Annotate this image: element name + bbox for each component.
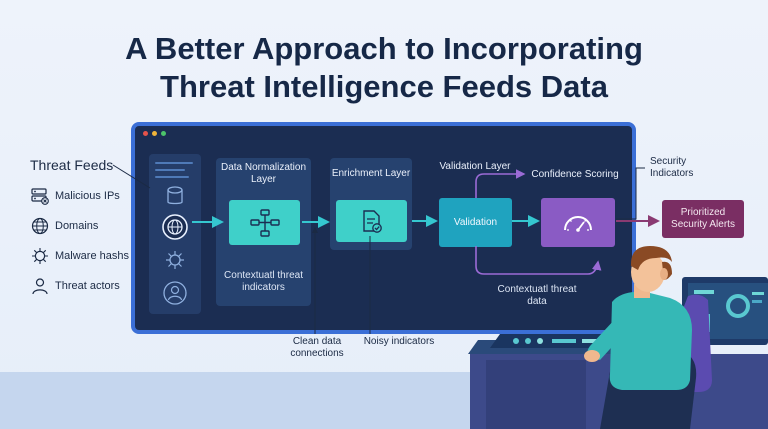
- feed-label: Malware hashs: [55, 250, 129, 262]
- normalization-title: Data Normalization Layer: [220, 162, 307, 185]
- confidence-box: [541, 198, 615, 247]
- bug-icon: [166, 251, 184, 269]
- pipeline-screen: Data Normalization Layer Contextuatl thr…: [131, 122, 636, 334]
- network-node-icon: [250, 209, 280, 237]
- prioritized-alerts-box: Prioritized Security Alerts: [662, 200, 744, 238]
- gauge-icon: [564, 216, 592, 232]
- feed-label: Threat actors: [55, 280, 120, 292]
- confidence-title: Confidence Scoring: [531, 169, 619, 180]
- sidepanel-line: [155, 176, 189, 178]
- document-check-icon: [363, 210, 382, 233]
- noisy-indicators-callout: Noisy indicators: [363, 336, 435, 347]
- feed-item-malware-hashes: Malware hashs: [30, 246, 129, 266]
- source-sidepanel: [149, 154, 201, 314]
- person-icon: [163, 281, 187, 305]
- bug-icon: [32, 248, 48, 264]
- person-icon: [32, 278, 48, 295]
- globe-icon: [162, 214, 188, 240]
- feed-item-threat-actors: Threat actors: [30, 276, 120, 296]
- feed-label: Malicious IPs: [55, 190, 120, 202]
- feed-item-malicious-ips: Malicious IPs: [30, 186, 120, 206]
- close-dot: [143, 131, 148, 136]
- validation-note: Contextuatl threat data: [497, 284, 577, 307]
- feed-item-domains: Domains: [30, 216, 98, 236]
- validation-box: Validation: [439, 198, 512, 247]
- enrichment-title: Enrichment Layer: [331, 168, 411, 179]
- security-indicators-label: Security Indicators: [650, 156, 694, 179]
- sidepanel-line: [155, 169, 185, 171]
- server-icon: [31, 188, 49, 205]
- validation-lower-loop: [475, 246, 602, 275]
- title-line-2: Threat Intelligence Feeds Data: [160, 69, 608, 104]
- sidepanel-line: [155, 162, 193, 164]
- maximize-dot: [161, 131, 166, 136]
- normalization-note: Contextuatl threat indicators: [224, 270, 303, 293]
- security-indicators-line: [616, 167, 645, 220]
- minimize-dot: [152, 131, 157, 136]
- enrichment-panel: Enrichment Layer: [330, 158, 412, 250]
- feed-label: Domains: [55, 220, 99, 232]
- enrichment-box: [336, 200, 407, 242]
- analyst-person: [584, 246, 697, 429]
- threat-feeds-heading: Threat Feeds: [30, 157, 114, 173]
- page-title: A Better Approach to Incorporating Threa…: [0, 30, 768, 106]
- normalization-box: [229, 200, 300, 245]
- clean-data-callout: Clean data connections: [290, 336, 344, 359]
- title-line-1: A Better Approach to Incorporating: [125, 31, 643, 66]
- normalization-panel: Data Normalization Layer Contextuatl thr…: [216, 158, 311, 306]
- window-controls: [143, 131, 166, 136]
- database-icon: [167, 186, 183, 205]
- validation-upper-loop: [475, 169, 526, 198]
- feeds-leader-line: [112, 164, 151, 189]
- control-console: [490, 334, 616, 348]
- validation-layer-title: Validation Layer: [439, 161, 511, 172]
- globe-icon: [31, 217, 49, 235]
